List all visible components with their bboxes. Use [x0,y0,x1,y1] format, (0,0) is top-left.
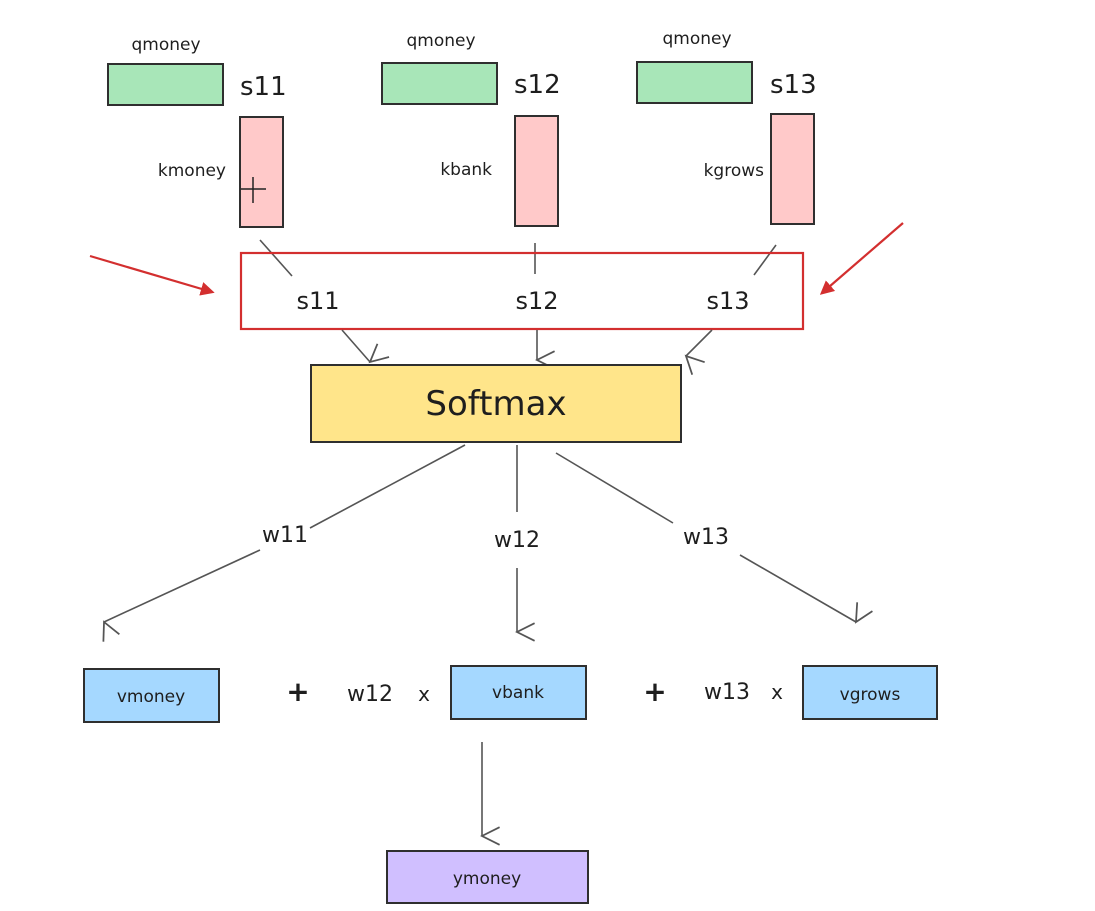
plus-sign: + [643,675,666,708]
output-label: ymoney [453,869,521,889]
weight-label: w11 [262,523,308,548]
highlight-arrow-right [819,222,904,295]
query-label: qmoney [131,35,200,55]
times-sign: x [771,680,783,704]
highlight-box [239,251,805,331]
score-label: s11 [240,72,287,102]
value-label: vbank [492,683,544,703]
weight-term: w13 [704,680,750,705]
weight-arrow [739,554,873,624]
weight-line [309,444,466,529]
query-group-2: qmoney s12 kbank [381,31,561,227]
key-box [514,115,559,227]
output-box [386,850,589,904]
value-box [802,665,938,720]
score-label: s12 [514,70,561,100]
arrow [684,329,713,375]
value-label: vmoney [117,687,185,707]
arrow [341,329,390,364]
query-box [381,62,498,105]
value-box [83,668,220,723]
score-label: s13 [770,70,817,100]
times-sign: x [418,682,430,706]
score-item: s13 [706,287,749,315]
key-box [239,116,284,228]
value-box [450,665,587,720]
softmax-label: Softmax [425,384,566,424]
query-group-1: qmoney s11 kmoney [107,35,287,228]
key-label: kbank [440,160,492,180]
key-box [770,113,815,225]
key-label: kgrows [704,161,765,181]
query-box [636,61,753,104]
highlight-arrow-left [89,254,215,296]
plus-sign: + [286,675,309,708]
weight-line [555,452,674,524]
connector-line [259,239,293,277]
query-group-3: qmoney s13 kgrows [636,29,817,225]
query-label: qmoney [406,31,475,51]
weight-term: w12 [347,682,393,707]
value-label: vgrows [840,685,901,705]
weight-label: w13 [683,525,729,550]
connector-line [753,244,777,276]
score-item: s12 [515,287,558,315]
query-label: qmoney [662,29,731,49]
softmax-box [310,364,682,443]
query-box [107,63,224,106]
crosshair-cursor-icon [241,177,266,203]
score-item: s11 [296,287,339,315]
weight-arrow [102,549,261,642]
key-label: kmoney [158,161,226,181]
weight-label: w12 [494,528,540,553]
